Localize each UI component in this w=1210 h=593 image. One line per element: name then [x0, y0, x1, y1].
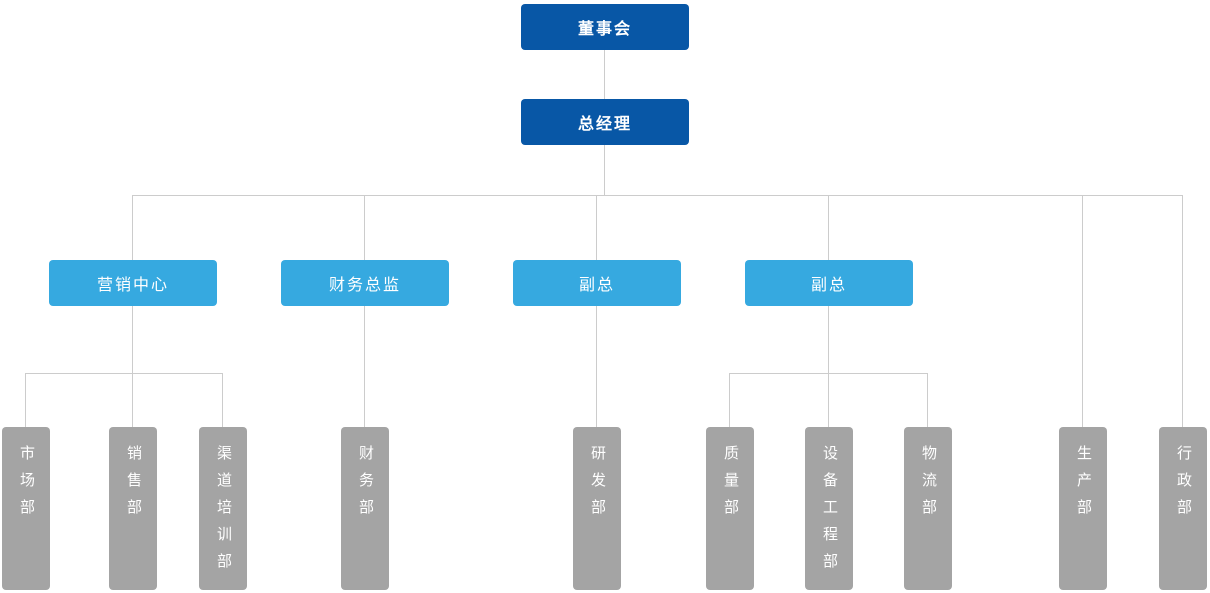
- connector-market-dept: [25, 373, 26, 427]
- org-node-vice-president-2: 副总: [745, 260, 913, 306]
- connector-marketing-bus: [25, 373, 223, 374]
- org-node-finance-director: 财务总监: [281, 260, 449, 306]
- connector-quality-dept: [729, 373, 730, 427]
- org-node-finance-dept: 财务部: [341, 427, 389, 590]
- connector-board-gm: [604, 49, 605, 99]
- connector-logistics-dept: [927, 373, 928, 427]
- org-node-quality-dept: 质量部: [706, 427, 754, 590]
- org-node-general-manager: 总经理: [521, 99, 689, 145]
- org-node-vice-president-1: 副总: [513, 260, 681, 306]
- org-node-production-dept: 生产部: [1059, 427, 1107, 590]
- connector-bus-admin-dept: [1182, 195, 1183, 427]
- org-node-logistics-dept: 物流部: [904, 427, 952, 590]
- org-node-channel-training-dept: 渠道培训部: [199, 427, 247, 590]
- connector-bus-vice-president-1: [596, 195, 597, 260]
- connector-vp2-subbus: [828, 306, 829, 373]
- org-node-rd-dept: 研发部: [573, 427, 621, 590]
- connector-rd-dept: [596, 306, 597, 427]
- connector-channel-training-dept: [222, 373, 223, 427]
- connector-sales-dept: [132, 373, 133, 427]
- org-node-market-dept: 市场部: [2, 427, 50, 590]
- org-node-board: 董事会: [521, 4, 689, 50]
- connector-bus-marketing-center: [132, 195, 133, 260]
- org-node-marketing-center: 营销中心: [49, 260, 217, 306]
- connector-gm-bus: [604, 145, 605, 195]
- connector-equipment-engineering-dept: [828, 373, 829, 427]
- connector-bus-production-dept: [1082, 195, 1083, 427]
- connector-marketing-subbus: [132, 306, 133, 373]
- org-node-equipment-engineering-dept: 设备工程部: [805, 427, 853, 590]
- connector-bus-finance-director: [364, 195, 365, 260]
- connector-finance-dept: [364, 306, 365, 427]
- org-node-sales-dept: 销售部: [109, 427, 157, 590]
- connector-bus-vice-president-2: [828, 195, 829, 260]
- connector-main-bus: [132, 195, 1183, 196]
- org-node-admin-dept: 行政部: [1159, 427, 1207, 590]
